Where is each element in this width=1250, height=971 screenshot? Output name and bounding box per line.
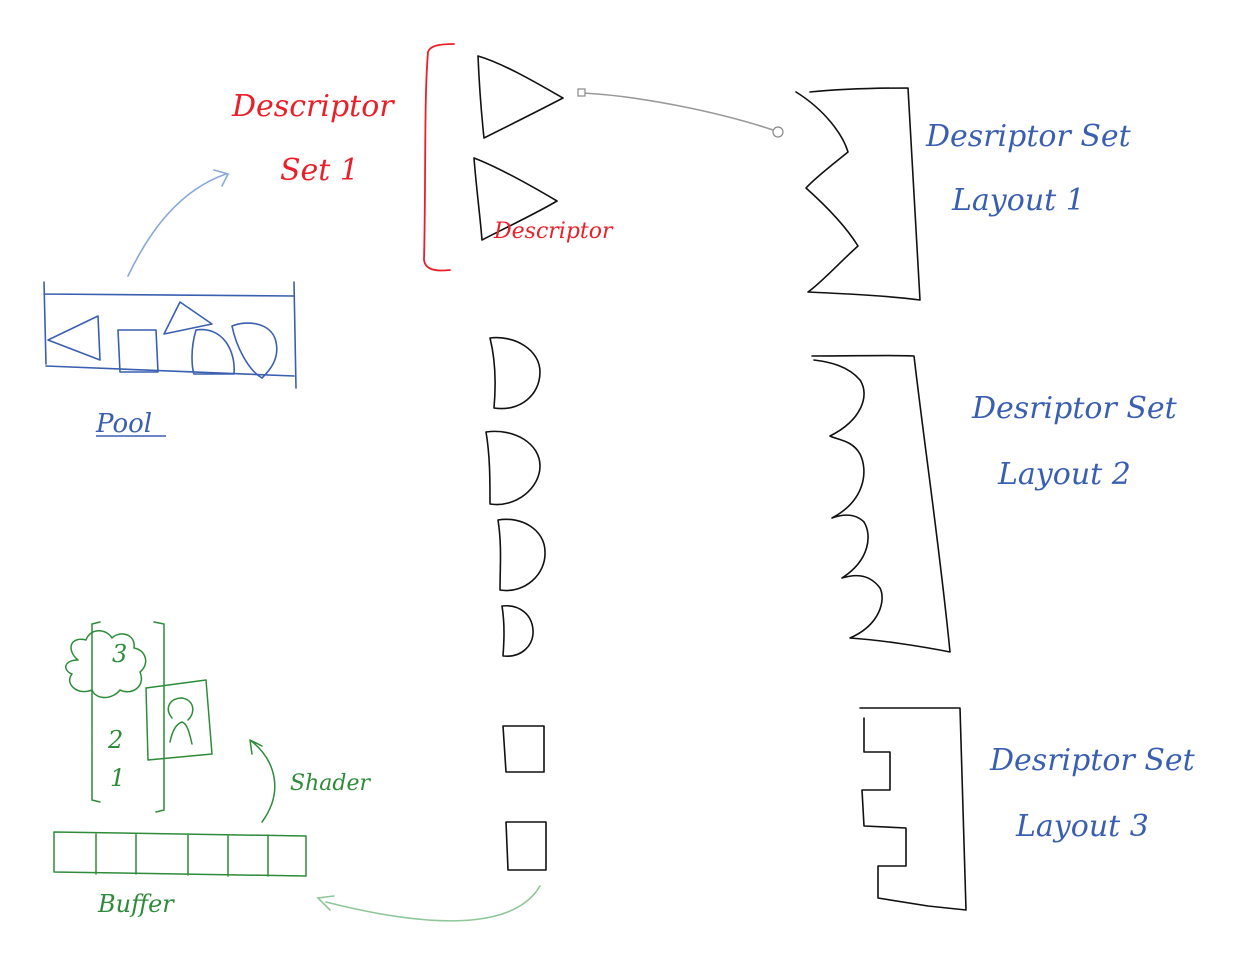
half-disc-descriptor-2 bbox=[485, 430, 541, 506]
layout-3-outline bbox=[859, 707, 967, 911]
descriptor-set-layout-3: Desriptor Set Layout 3 bbox=[859, 707, 1196, 911]
layout-1-label-line1: Desriptor Set bbox=[925, 119, 1132, 154]
layout-2-label-line1: Desriptor Set bbox=[971, 391, 1178, 426]
half-disc-descriptor-3 bbox=[497, 518, 546, 592]
shader-arrow bbox=[249, 739, 276, 823]
pool-triangle-item-2 bbox=[163, 301, 213, 335]
pool-box bbox=[43, 281, 297, 389]
binding-number-3: 3 bbox=[112, 640, 127, 668]
half-disc-descriptor-4 bbox=[501, 605, 534, 657]
descriptor-set-1-label-line1: Descriptor bbox=[231, 89, 395, 124]
pool-square-item bbox=[117, 329, 159, 373]
layout-1-outline bbox=[795, 87, 921, 301]
buffer-cells bbox=[53, 831, 307, 877]
shader-label: Shader bbox=[290, 771, 371, 796]
layout-1-label-line2: Layout 1 bbox=[951, 183, 1085, 218]
triangle-descriptor-2 bbox=[473, 157, 558, 241]
person-icon bbox=[167, 697, 194, 745]
layout-3-label-line2: Layout 3 bbox=[1015, 809, 1149, 844]
layout-2-outline bbox=[811, 354, 951, 653]
binding-number-1: 1 bbox=[110, 764, 125, 792]
descriptor-pool: Pool bbox=[43, 169, 297, 439]
pool-arrowhead bbox=[213, 169, 230, 187]
half-disc-descriptors bbox=[485, 336, 546, 657]
triangle-descriptor-1 bbox=[477, 55, 564, 139]
binding-stack-bracket bbox=[91, 621, 165, 813]
binding-number-2: 2 bbox=[107, 726, 123, 754]
descriptor-to-buffer-arrow bbox=[325, 885, 541, 922]
pool-to-set-arrow bbox=[127, 173, 227, 277]
connector-end-handle bbox=[772, 126, 784, 138]
pool-label: Pool bbox=[95, 409, 152, 439]
half-disc-descriptor-1 bbox=[489, 336, 541, 410]
descriptor-label: Descriptor bbox=[493, 219, 614, 244]
shader-resources: 3 2 1 Shader Buffer bbox=[53, 621, 541, 922]
descriptor-set-layout-1: Desriptor Set Layout 1 bbox=[795, 87, 1132, 301]
pool-half-disc-item-2 bbox=[231, 322, 278, 379]
descriptor-set-1-bracket bbox=[423, 43, 455, 272]
layout-3-label-line1: Desriptor Set bbox=[989, 743, 1196, 778]
buffer-label: Buffer bbox=[97, 890, 175, 918]
pool-triangle-item bbox=[47, 315, 101, 361]
pool-half-disc-item bbox=[191, 328, 235, 375]
square-descriptors bbox=[502, 725, 547, 871]
connector-start-handle bbox=[577, 88, 586, 97]
descriptor-set-1-group: Descriptor Set 1 Descriptor bbox=[231, 43, 614, 272]
layout-2-label-line2: Layout 2 bbox=[997, 457, 1131, 492]
texture-frame bbox=[145, 679, 213, 761]
square-descriptor-1 bbox=[502, 725, 545, 773]
descriptor-to-layout-connector bbox=[577, 88, 784, 138]
cloud-image-icon bbox=[65, 630, 147, 699]
square-descriptor-2 bbox=[505, 821, 547, 871]
descriptor-set-1-label-line2: Set 1 bbox=[280, 153, 359, 188]
buffer-arrowhead bbox=[316, 895, 335, 911]
descriptor-set-layout-2: Desriptor Set Layout 2 bbox=[811, 354, 1178, 653]
connector-line bbox=[582, 92, 777, 132]
